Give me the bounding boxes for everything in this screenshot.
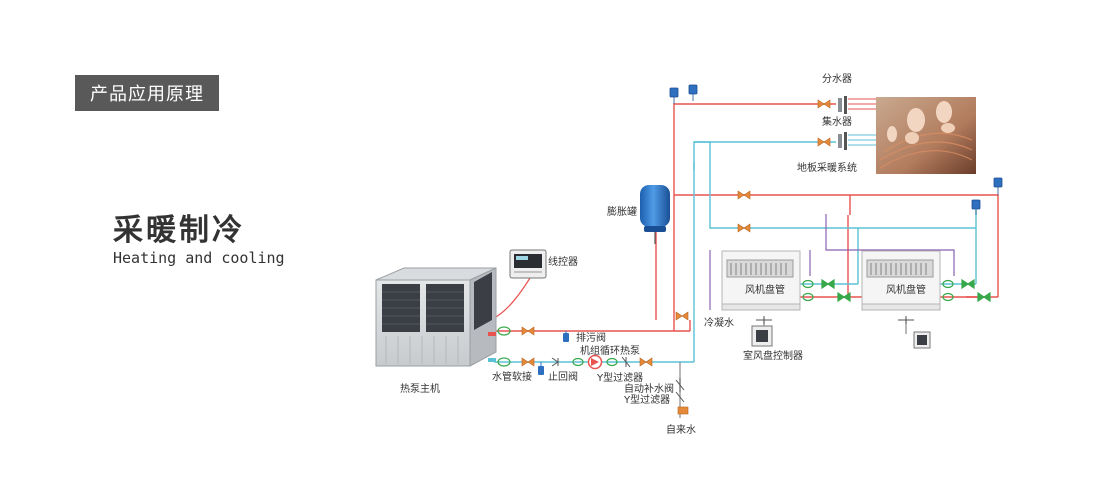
y-filter-2-label: Y型过滤器 bbox=[623, 393, 670, 406]
y-filter-label: Y型过滤器 bbox=[596, 371, 643, 384]
floor-heating-image bbox=[876, 97, 976, 174]
fan-coil-unit-icon bbox=[861, 250, 941, 311]
drain-pipes bbox=[709, 214, 955, 310]
fan-coil-label-1: 风机盘管 bbox=[745, 283, 785, 296]
check-valve-label: 止回阀 bbox=[548, 370, 578, 383]
wire-controller-icon bbox=[509, 249, 547, 279]
air-vent-icon bbox=[669, 84, 1003, 215]
condensate-label: 冷凝水 bbox=[704, 316, 734, 329]
mode-title: 采暖制冷 bbox=[113, 213, 245, 248]
heat-pump-unit-icon bbox=[375, 267, 497, 367]
gray-pipes bbox=[493, 277, 907, 418]
flexible-joint-label: 水管软接 bbox=[492, 370, 532, 383]
expansion-tank-label: 膨胀罐 bbox=[607, 205, 637, 218]
y-filter-icon bbox=[621, 356, 685, 403]
water-distributor-label: 分水器 bbox=[822, 73, 852, 85]
mode-subtitle: Heating and cooling bbox=[113, 249, 285, 267]
auto-makeup-valve-label: 自动补水阀 bbox=[624, 382, 674, 395]
fan-coil-controller-label: 室风盘控制器 bbox=[743, 349, 803, 362]
water-manifold-icon bbox=[838, 96, 876, 150]
gate-valve-icon bbox=[521, 99, 831, 415]
heat-pump-unit-label: 热泵主机 bbox=[400, 382, 440, 395]
circulation-pump-icon bbox=[587, 354, 603, 370]
circulation-pump-label: 机组循环热泵 bbox=[580, 344, 640, 357]
wall-symbol-icon bbox=[756, 316, 914, 324]
expansion-tank-icon bbox=[640, 185, 670, 244]
floor-heating-label: 地板采暖系统 bbox=[797, 161, 857, 174]
section-label: 产品应用原理 bbox=[75, 75, 219, 111]
tap-water-label: 自来水 bbox=[666, 423, 696, 436]
fan-coil-label-2: 风机盘管 bbox=[886, 283, 926, 296]
water-collector-label: 集水器 bbox=[822, 115, 852, 128]
wire-controller-label: 线控器 bbox=[548, 255, 578, 268]
check-valve-icon bbox=[551, 357, 559, 367]
fan-coil-controller-icon bbox=[751, 325, 931, 349]
drain-valve-label: 排污阀 bbox=[576, 331, 606, 344]
drain-valve-icon bbox=[538, 331, 569, 375]
flexible-joint-icon bbox=[497, 278, 991, 367]
fan-coil-unit-icon bbox=[721, 250, 801, 311]
